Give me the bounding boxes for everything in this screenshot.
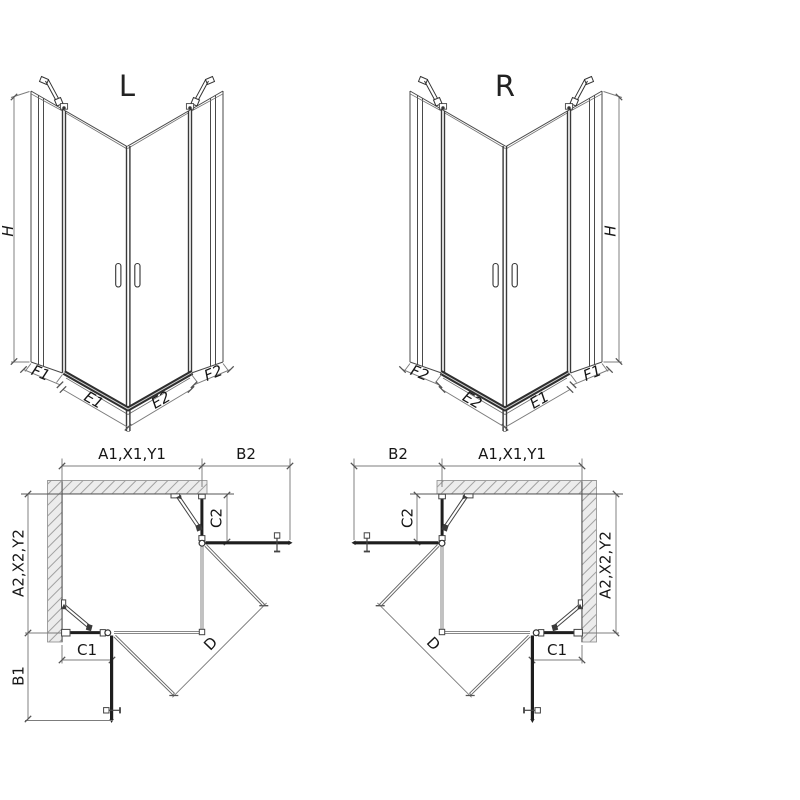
iso-right-e2-label: E2 — [460, 388, 485, 413]
plan-left-b1-label: B1 — [10, 666, 28, 686]
plan-right-walls — [436, 480, 597, 643]
iso-view-right: R H F2 E2 E1 F1 — [399, 69, 622, 432]
iso-right-label: R — [495, 69, 515, 103]
iso-left-height-label: H — [0, 225, 17, 236]
plan-right-a2-label: A2,X2,Y2 — [597, 531, 615, 599]
plan-left-a1-label: A1,X1,Y1 — [98, 445, 166, 463]
plan-left-d-label: D — [200, 633, 221, 654]
iso-left-f2-label: F2 — [202, 361, 226, 384]
plan-view-left: A1,X1,Y1 B2 A2,X2,Y2 C2 C1 B1 D — [10, 445, 295, 725]
plan-right-b2-label: B2 — [388, 445, 408, 463]
iso-view-left: L H F1 E1 E2 F2 — [0, 69, 234, 432]
iso-left-e2-label: E2 — [148, 388, 173, 413]
iso-right-f2-label: F2 — [408, 361, 432, 384]
iso-left-label: L — [119, 69, 135, 103]
plan-right-c2-label: C2 — [399, 508, 417, 528]
plan-right-c1-label: C1 — [547, 641, 567, 659]
plan-left-c2-label: C2 — [208, 508, 226, 528]
iso-right-height-label: H — [602, 225, 620, 236]
plan-left-b2-label: B2 — [236, 445, 256, 463]
iso-right-e1-label: E1 — [527, 388, 552, 413]
plan-left-a2-label: A2,X2,Y2 — [10, 529, 28, 597]
plan-right-d-label: D — [423, 633, 444, 654]
plan-right-geometry — [349, 456, 625, 725]
iso-left-e1-label: E1 — [81, 388, 106, 413]
iso-left-f1-label: F1 — [29, 361, 53, 384]
plan-left-walls — [47, 480, 208, 643]
plan-left-geometry — [19, 456, 295, 725]
iso-right-f1-label: F1 — [581, 361, 605, 384]
plan-right-a1-label: A1,X1,Y1 — [478, 445, 546, 463]
plan-left-c1-label: C1 — [77, 641, 97, 659]
plan-left-b1-dimension — [24, 633, 113, 723]
plan-view-right: B2 A1,X1,Y1 C2 A2,X2,Y2 C1 D — [349, 445, 625, 725]
